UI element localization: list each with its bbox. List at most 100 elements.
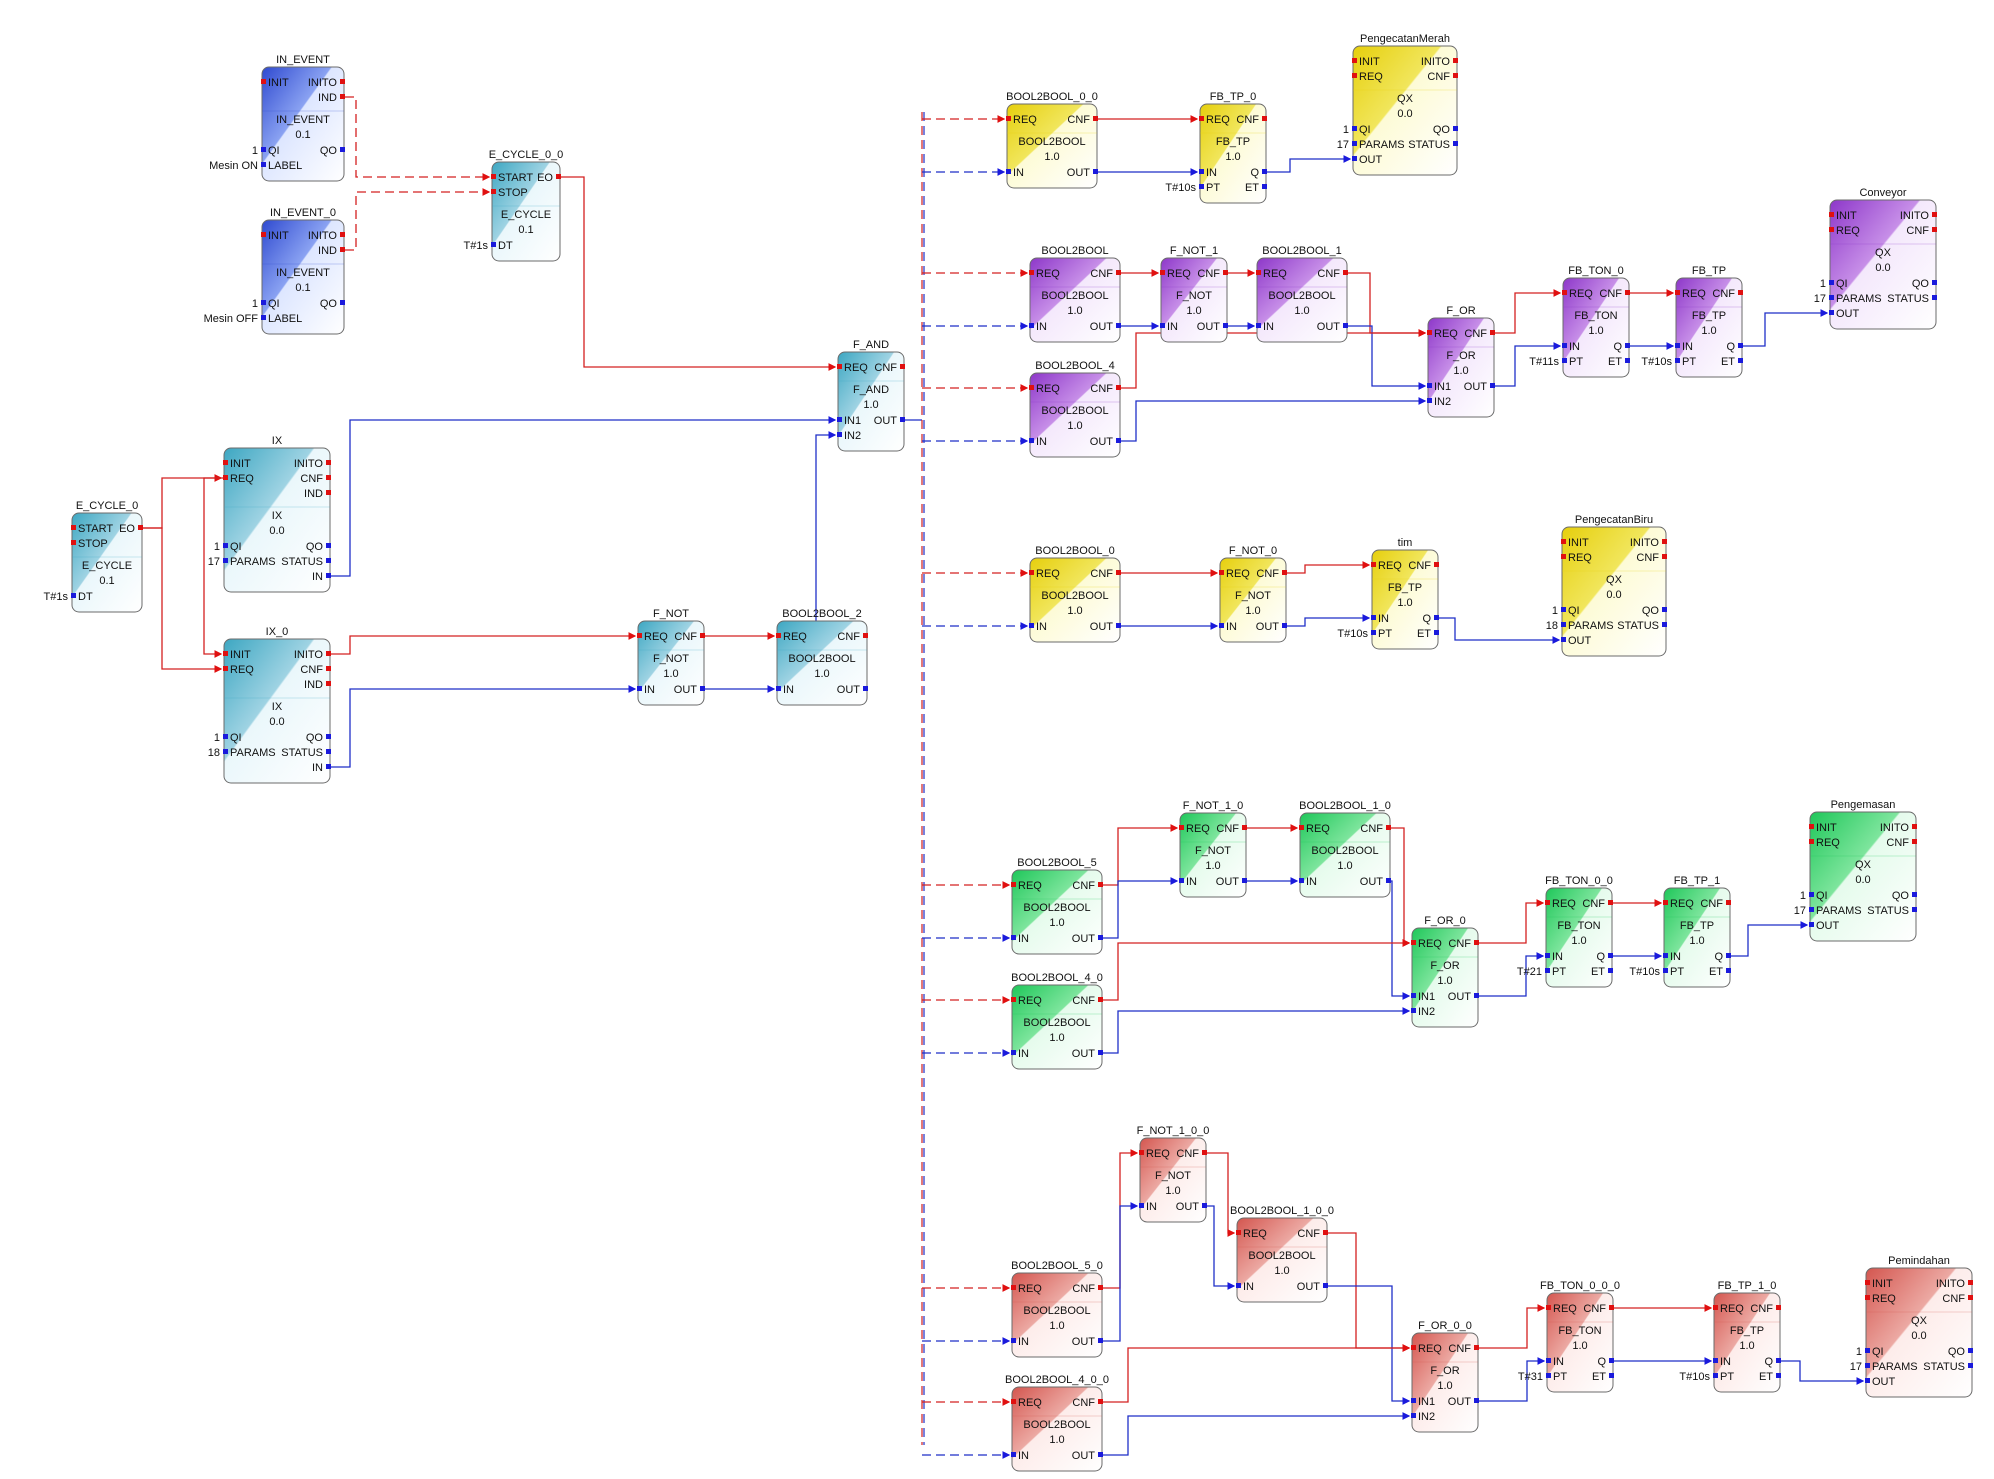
data-input-pin[interactable] <box>837 432 842 437</box>
data-input-pin[interactable] <box>1561 622 1566 627</box>
event-output-pin[interactable] <box>863 633 868 638</box>
event-output-pin[interactable] <box>1098 997 1103 1002</box>
data-output-pin[interactable] <box>1608 968 1613 973</box>
data-output-pin[interactable] <box>1098 1452 1103 1457</box>
data-input-pin[interactable] <box>1561 607 1566 612</box>
data-output-pin[interactable] <box>1343 323 1348 328</box>
event-input-pin[interactable] <box>1865 1280 1870 1285</box>
event-input-pin[interactable] <box>1829 227 1834 232</box>
event-input-pin[interactable] <box>1411 1345 1416 1350</box>
data-output-pin[interactable] <box>1242 878 1247 883</box>
event-input-pin[interactable] <box>1411 940 1416 945</box>
event-output-pin[interactable] <box>1116 570 1121 575</box>
data-output-pin[interactable] <box>1738 343 1743 348</box>
data-output-pin[interactable] <box>1932 295 1937 300</box>
event-output-pin[interactable] <box>340 232 345 237</box>
data-output-pin[interactable] <box>1262 169 1267 174</box>
event-output-pin[interactable] <box>1490 330 1495 335</box>
event-output-pin[interactable] <box>1662 539 1667 544</box>
event-input-pin[interactable] <box>1029 570 1034 575</box>
event-input-pin[interactable] <box>1663 900 1668 905</box>
data-input-pin[interactable] <box>1411 1008 1416 1013</box>
data-input-pin[interactable] <box>1411 993 1416 998</box>
data-input-pin[interactable] <box>1829 310 1834 315</box>
data-output-pin[interactable] <box>1932 280 1937 285</box>
data-output-pin[interactable] <box>340 147 345 152</box>
data-input-pin[interactable] <box>1675 358 1680 363</box>
event-input-pin[interactable] <box>1029 385 1034 390</box>
event-input-pin[interactable] <box>1545 900 1550 905</box>
data-input-pin[interactable] <box>1179 878 1184 883</box>
data-input-pin[interactable] <box>261 300 266 305</box>
event-output-pin[interactable] <box>1098 1399 1103 1404</box>
event-output-pin[interactable] <box>1262 116 1267 121</box>
event-input-pin[interactable] <box>1829 212 1834 217</box>
event-output-pin[interactable] <box>1116 385 1121 390</box>
data-input-pin[interactable] <box>1011 1452 1016 1457</box>
event-input-pin[interactable] <box>1561 539 1566 544</box>
data-input-pin[interactable] <box>1236 1283 1241 1288</box>
data-output-pin[interactable] <box>1093 169 1098 174</box>
event-input-pin[interactable] <box>1011 997 1016 1002</box>
event-output-pin[interactable] <box>1912 839 1917 844</box>
event-input-pin[interactable] <box>1562 290 1567 295</box>
event-output-pin[interactable] <box>1608 900 1613 905</box>
event-output-pin[interactable] <box>900 364 905 369</box>
event-output-pin[interactable] <box>1474 1345 1479 1350</box>
event-input-pin[interactable] <box>1160 270 1165 275</box>
data-output-pin[interactable] <box>1262 184 1267 189</box>
data-output-pin[interactable] <box>1625 358 1630 363</box>
data-input-pin[interactable] <box>1029 623 1034 628</box>
event-output-pin[interactable] <box>1453 58 1458 63</box>
event-output-pin[interactable] <box>1968 1280 1973 1285</box>
event-input-pin[interactable] <box>1352 73 1357 78</box>
data-input-pin[interactable] <box>837 417 842 422</box>
event-input-pin[interactable] <box>1006 116 1011 121</box>
event-input-pin[interactable] <box>1139 1150 1144 1155</box>
event-output-pin[interactable] <box>340 94 345 99</box>
data-output-pin[interactable] <box>1098 1338 1103 1343</box>
event-output-pin[interactable] <box>326 651 331 656</box>
event-output-pin[interactable] <box>1098 882 1103 887</box>
data-input-pin[interactable] <box>1011 1050 1016 1055</box>
data-input-pin[interactable] <box>1139 1203 1144 1208</box>
data-input-pin[interactable] <box>1006 169 1011 174</box>
data-output-pin[interactable] <box>1202 1203 1207 1208</box>
data-output-pin[interactable] <box>1968 1363 1973 1368</box>
data-input-pin[interactable] <box>1029 323 1034 328</box>
event-input-pin[interactable] <box>1011 1399 1016 1404</box>
event-output-pin[interactable] <box>1968 1295 1973 1300</box>
function-block-peng_merah[interactable]: PengecatanMerahINITREQINITOCNFQX0.0QI1PA… <box>1337 33 1458 176</box>
data-input-pin[interactable] <box>1561 637 1566 642</box>
event-output-pin[interactable] <box>1323 1230 1328 1235</box>
data-output-pin[interactable] <box>1474 1398 1479 1403</box>
data-output-pin[interactable] <box>1223 323 1228 328</box>
event-input-pin[interactable] <box>1299 825 1304 830</box>
event-input-pin[interactable] <box>1713 1305 1718 1310</box>
data-input-pin[interactable] <box>1865 1363 1870 1368</box>
event-output-pin[interactable] <box>1223 270 1228 275</box>
data-input-pin[interactable] <box>776 686 781 691</box>
event-output-pin[interactable] <box>1609 1305 1614 1310</box>
function-block-pengemasan[interactable]: PengemasanINITREQINITOCNFQX0.0QI1PARAMS1… <box>1794 799 1917 942</box>
event-input-pin[interactable] <box>1427 330 1432 335</box>
function-block-conveyor[interactable]: ConveyorINITREQINITOCNFQX0.0QI1PARAMS17O… <box>1814 187 1937 330</box>
data-output-pin[interactable] <box>1116 438 1121 443</box>
data-output-pin[interactable] <box>1490 383 1495 388</box>
data-output-pin[interactable] <box>1968 1348 1973 1353</box>
event-output-pin[interactable] <box>340 79 345 84</box>
